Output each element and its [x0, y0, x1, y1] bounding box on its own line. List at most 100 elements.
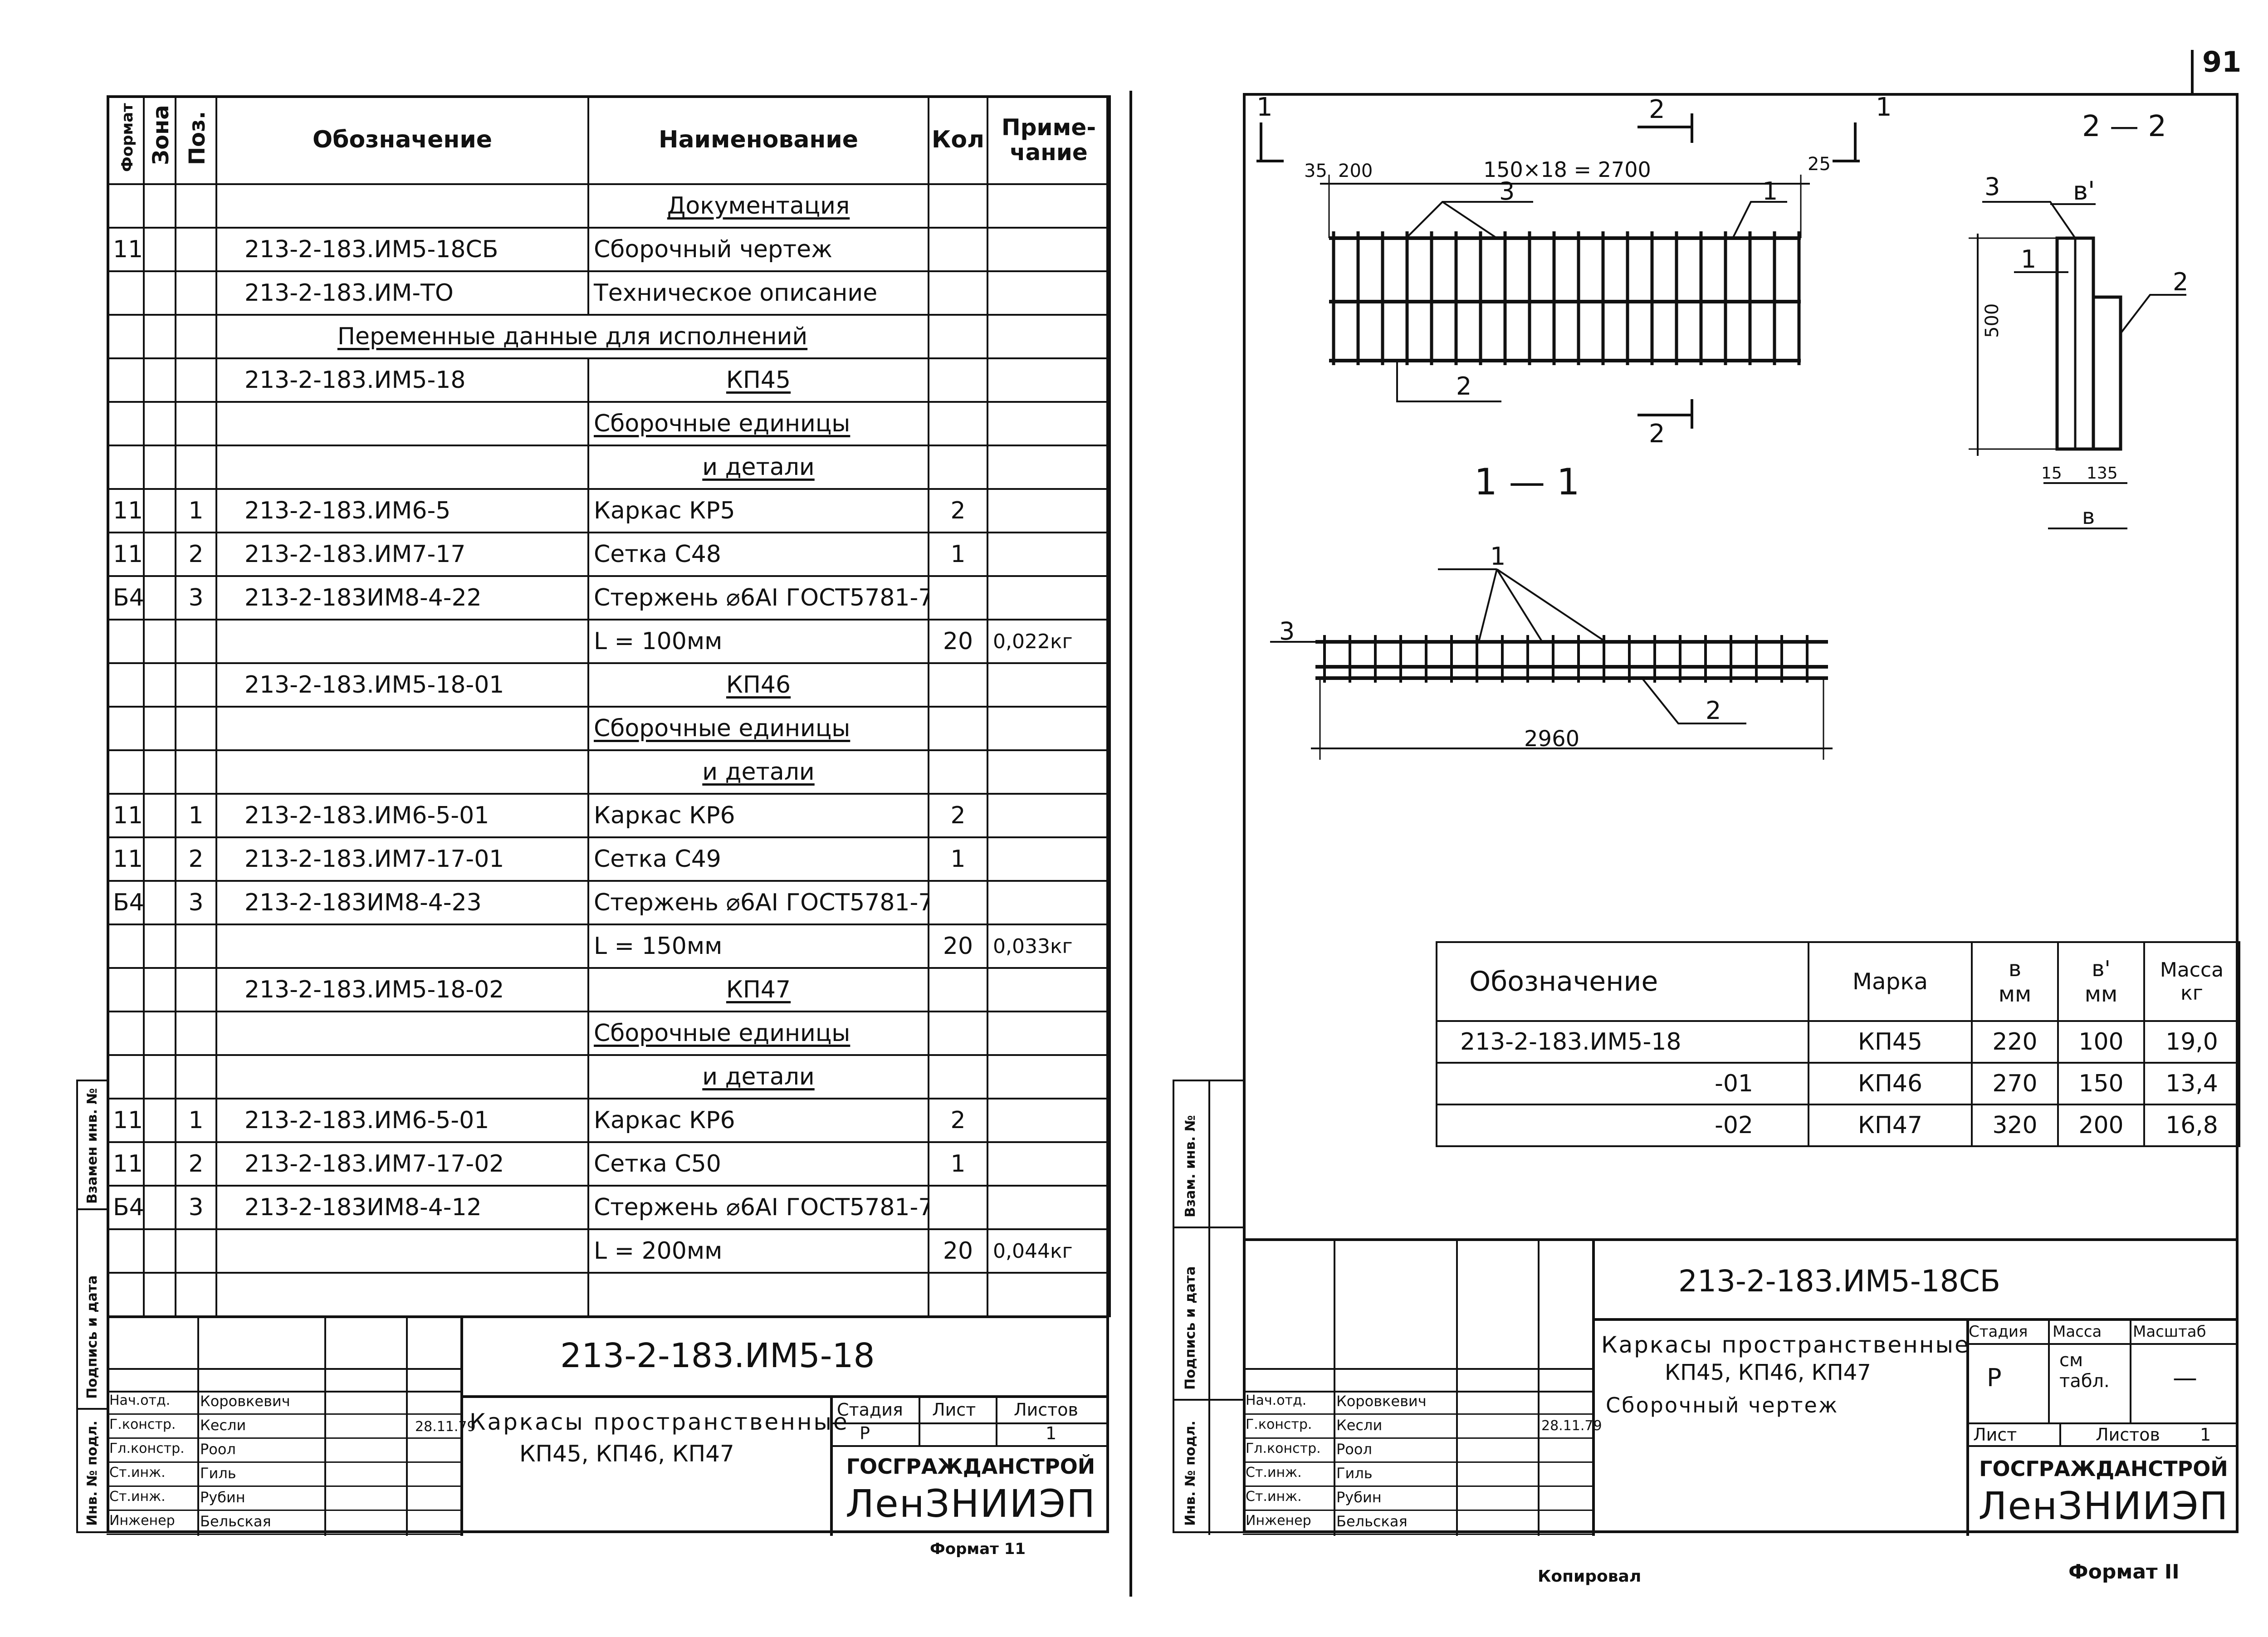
spec-cell-z — [143, 445, 176, 490]
signature-role: Ст.инж. — [1246, 1489, 1302, 1505]
specification-table: Формат Зона Поз. Обозначение Наименовани… — [107, 95, 1111, 1317]
spec-cell-f — [107, 1054, 145, 1099]
spec-cell-z — [143, 924, 176, 969]
dim-15: 15 — [2041, 464, 2062, 483]
spec-cell-p: 1 — [175, 1098, 217, 1143]
spec-cell-z — [143, 270, 176, 316]
spec-cell-r — [987, 880, 1111, 925]
spec-cell-n: Каркас КР6 — [587, 793, 929, 838]
spec-cell-z — [143, 401, 176, 446]
spec-cell-p — [175, 1011, 217, 1056]
spec-cell-z — [143, 793, 176, 838]
spec-cell-q: 20 — [928, 619, 988, 664]
signature-row: Ст.инж.Рубин — [107, 1487, 460, 1511]
spec-cell-p: 2 — [175, 1141, 217, 1187]
spec-row: и детали — [107, 1054, 1111, 1099]
spec-cell-d — [215, 924, 589, 969]
spec-cell-d — [215, 445, 589, 490]
marks-cell-m: КП46 — [1808, 1062, 1973, 1105]
spec-cell-d: 213-2-183.ИМ6-5-01 — [215, 1098, 589, 1143]
spec-row: Сборочные единицы — [107, 401, 1111, 446]
right-stage: Р — [1987, 1363, 2002, 1392]
spec-cell-d: 213-2-183.ИМ7-17-02 — [215, 1141, 589, 1187]
signature-row: Гл.констр.Роол — [107, 1439, 460, 1463]
header-zone: Зона — [143, 95, 176, 185]
spec-cell-d: 213-2-183.ИМ5-18СБ — [215, 227, 589, 272]
callout-2-plan: 2 — [1456, 372, 1471, 401]
cut-2-bottom: 2 — [1649, 419, 1665, 449]
spec-cell-p — [175, 924, 217, 969]
spec-cell-f — [107, 662, 145, 708]
callout-3-plan: 3 — [1499, 177, 1515, 205]
signature-role: Нач.отд. — [1246, 1393, 1307, 1408]
marks-cell-b1: 200 — [2057, 1104, 2145, 1147]
spec-cell-p: 3 — [175, 1185, 217, 1230]
spec-cell-q — [928, 401, 988, 446]
signature-role: Г.констр. — [109, 1417, 176, 1432]
spec-cell-f — [107, 401, 145, 446]
marks-cell-m: КП47 — [1808, 1104, 1973, 1147]
callout-3-sec: 3 — [1279, 617, 1295, 645]
spec-cell-r — [987, 1011, 1111, 1056]
spec-cell-z — [143, 706, 176, 751]
signature-row: Г.констр.Кесли — [1243, 1415, 1592, 1439]
spec-cell-q — [928, 575, 988, 621]
spec-cell-n: L = 200мм — [587, 1228, 929, 1274]
signature-name: Коровкевич — [200, 1393, 290, 1410]
header-designation: Обозначение — [215, 95, 589, 185]
sheet-separator — [1129, 91, 1132, 1597]
spec-cell-f — [107, 619, 145, 664]
signature-row: Г.констр.Кесли — [107, 1415, 460, 1439]
spec-cell-z — [143, 1141, 176, 1187]
signature-name: Рубин — [1336, 1489, 1382, 1506]
spec-cell-q — [928, 880, 988, 925]
spec-cell-r — [987, 836, 1111, 882]
spec-cell-r — [987, 183, 1111, 229]
footer-format: Формат II — [2068, 1560, 2180, 1583]
left-side-strip: Взамен инв. № Подпись и дата Инв. № подл… — [76, 1080, 108, 1533]
spec-cell-n: Сборочные единицы — [587, 706, 929, 751]
dim-135: 135 — [2087, 464, 2118, 483]
spec-cell-d — [215, 1054, 589, 1099]
signature-row: Нач.отд.Коровкевич — [107, 1391, 460, 1415]
spec-cell-q: 2 — [928, 793, 988, 838]
left-date: 28.11.79 — [415, 1419, 476, 1435]
spec-cell-n: Сборочный чертеж — [587, 227, 929, 272]
spec-cell-n: Сетка С48 — [587, 532, 929, 577]
right-subtitle: КП45, КП46, КП47 — [1665, 1360, 1871, 1385]
mt-header-mass-unit: кг — [2180, 982, 2203, 1005]
signature-role: Инженер — [1246, 1513, 1311, 1529]
spec-cell-q: 1 — [928, 532, 988, 577]
right-podpis-label: Подпись и дата — [1183, 1266, 1198, 1390]
spec-cell-d: 213-2-183.ИМ7-17-01 — [215, 836, 589, 882]
spec-cell-z — [143, 488, 176, 533]
signature-name: Кесли — [1336, 1417, 1383, 1434]
mt-header-b1-unit: мм — [2084, 982, 2118, 1007]
spec-cell-q — [928, 183, 988, 229]
right-doc-type: Сборочный чертеж — [1606, 1393, 1839, 1417]
marks-cell-b: 220 — [1971, 1020, 2059, 1064]
spec-cell-n: и детали — [587, 1054, 929, 1099]
header-note: Приме- чание — [987, 95, 1111, 185]
spec-cell-r — [987, 793, 1111, 838]
spec-row: Сборочные единицы — [107, 706, 1111, 751]
dim-2960: 2960 — [1524, 726, 1579, 752]
spec-cell-n: L = 100мм — [587, 619, 929, 664]
header-format: Формат — [107, 95, 145, 185]
spec-cell-q — [928, 1011, 988, 1056]
spec-cell-r: 0,033кг — [987, 924, 1111, 969]
left-sheets: 1 — [1046, 1423, 1057, 1443]
marks-cell-mass: 19,0 — [2143, 1020, 2240, 1064]
spec-cell-r — [987, 1141, 1111, 1187]
spec-cell-n: Стержень ⌀6АI ГОСТ5781-75 — [587, 1185, 929, 1230]
spec-cell-p — [175, 662, 217, 708]
